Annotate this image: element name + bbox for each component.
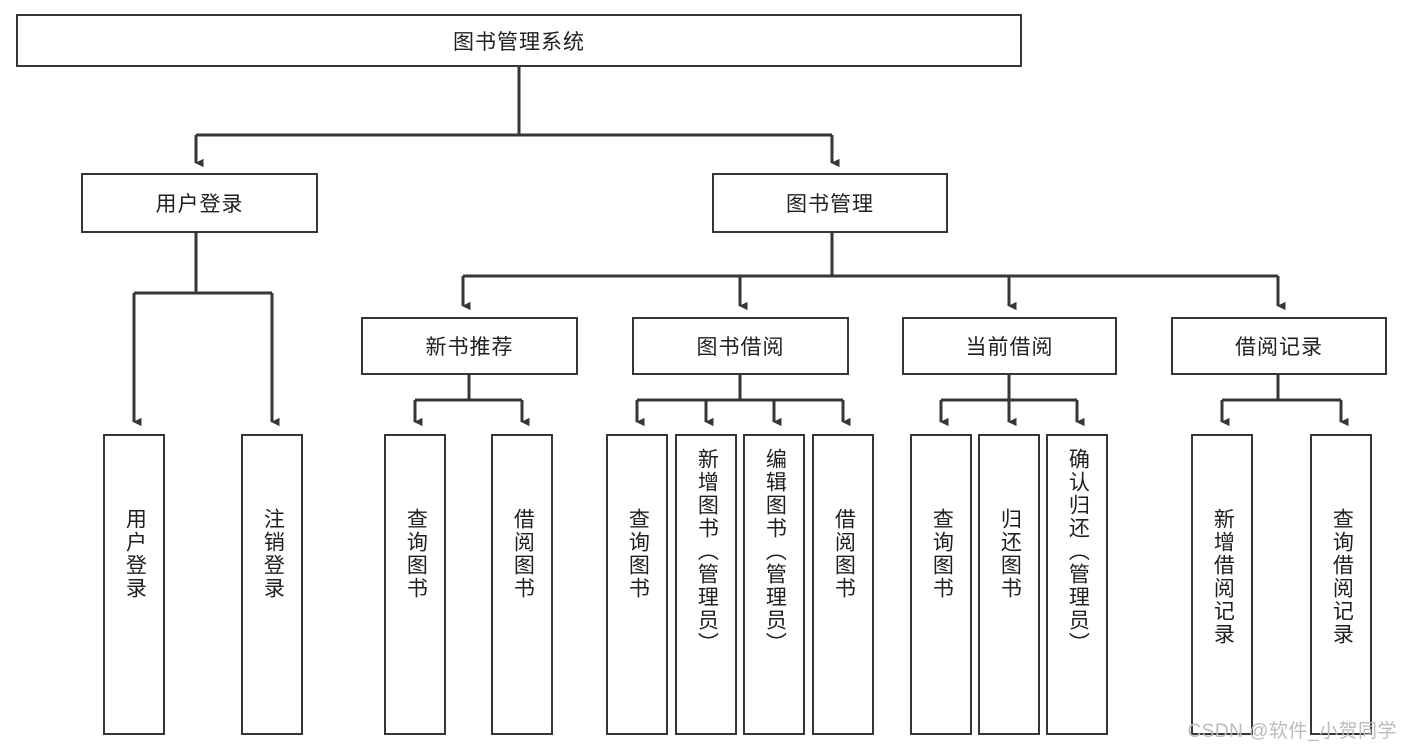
leaf-label: 确认归还（管理员） <box>1066 448 1090 655</box>
node-current-borrow-label: 当前借阅 <box>965 336 1054 359</box>
leaf-book-borrow-lend[interactable]: 借阅图书 <box>812 434 874 735</box>
node-borrow-record-label: 借阅记录 <box>1235 336 1323 359</box>
leaf-book-borrow-add[interactable]: 新增图书（管理员） <box>675 434 737 735</box>
leaf-label: 新增借阅记录 <box>1211 508 1235 646</box>
leaf-label: 查询图书 <box>404 508 428 600</box>
leaf-label: 查询图书 <box>626 508 650 600</box>
leaf-new-book-query[interactable]: 查询图书 <box>384 434 446 735</box>
leaf-label: 借阅图书 <box>511 508 535 600</box>
node-borrow-record[interactable]: 借阅记录 <box>1171 317 1387 375</box>
node-user-login[interactable]: 用户登录 <box>81 173 318 233</box>
leaf-borrow-record-add[interactable]: 新增借阅记录 <box>1191 434 1253 735</box>
node-book-borrow-label: 图书借阅 <box>696 336 785 359</box>
node-book-management-label: 图书管理 <box>786 193 874 216</box>
leaf-current-borrow-query[interactable]: 查询图书 <box>910 434 972 735</box>
node-new-book-recommend-label: 新书推荐 <box>425 336 514 359</box>
node-root[interactable]: 图书管理系统 <box>16 14 1022 67</box>
leaf-new-book-borrow[interactable]: 借阅图书 <box>491 434 553 735</box>
leaf-book-borrow-edit[interactable]: 编辑图书（管理员） <box>743 434 805 735</box>
leaf-label: 查询借阅记录 <box>1330 508 1354 646</box>
watermark: CSDN @软件_小贺同学 <box>1187 721 1397 742</box>
leaf-user-login-signout[interactable]: 注销登录 <box>241 434 303 735</box>
node-new-book-recommend[interactable]: 新书推荐 <box>361 317 578 375</box>
node-root-label: 图书管理系统 <box>453 30 585 54</box>
node-book-borrow[interactable]: 图书借阅 <box>632 317 849 375</box>
leaf-label: 编辑图书（管理员） <box>763 448 787 655</box>
leaf-label: 借阅图书 <box>832 508 856 600</box>
leaf-current-borrow-return[interactable]: 归还图书 <box>978 434 1040 735</box>
leaf-label: 注销登录 <box>261 508 285 600</box>
leaf-user-login-signin[interactable]: 用户登录 <box>103 434 165 735</box>
leaf-label: 用户登录 <box>123 508 147 600</box>
node-book-management[interactable]: 图书管理 <box>712 173 948 233</box>
leaf-label: 查询图书 <box>930 508 954 600</box>
leaf-label: 归还图书 <box>998 508 1022 600</box>
leaf-label: 新增图书（管理员） <box>695 448 719 655</box>
leaf-current-borrow-confirm[interactable]: 确认归还（管理员） <box>1046 434 1108 735</box>
node-current-borrow[interactable]: 当前借阅 <box>902 317 1117 375</box>
leaf-borrow-record-query[interactable]: 查询借阅记录 <box>1310 434 1372 735</box>
leaf-book-borrow-query[interactable]: 查询图书 <box>606 434 668 735</box>
node-user-login-label: 用户登录 <box>155 193 244 216</box>
